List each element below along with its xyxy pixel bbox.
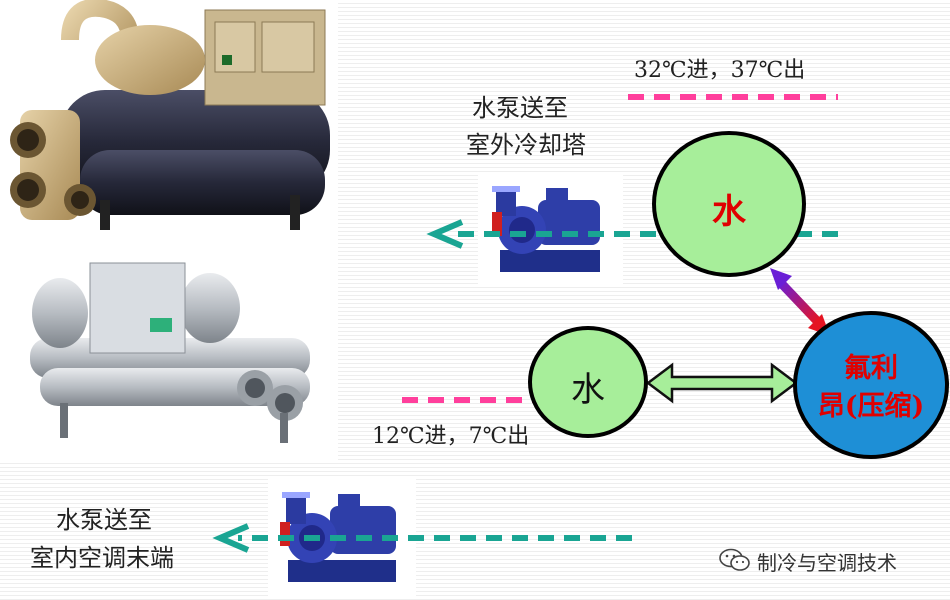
condenser-heat-exchange-arrow	[770, 268, 830, 336]
chilled-temperature-label: 12℃进，7℃出	[372, 424, 530, 449]
cooling-destination-line1: 水泵送至	[472, 94, 568, 122]
cooling-flow-arrowhead	[426, 219, 464, 249]
centrifugal-chiller-image	[0, 0, 338, 236]
screw-chiller-image	[0, 238, 338, 460]
watermark-text: 制冷与空调技术	[757, 551, 897, 575]
cooling-destination-line2: 室外冷却塔	[466, 131, 586, 159]
evaporator-water-node	[528, 326, 648, 438]
chilled-destination-line2: 室内空调末端	[30, 544, 174, 572]
cooling-temperature-label: 32℃进，37℃出	[634, 58, 806, 83]
chilled-destination-line1: 水泵送至	[56, 506, 152, 534]
refrigerant-label-line2: 昂(压缩)	[817, 391, 925, 422]
wechat-icon	[718, 548, 752, 572]
evaporator-water-label: 水	[571, 370, 605, 410]
condenser-water-label: 水	[712, 192, 746, 232]
refrigerant-compressor-node	[793, 311, 949, 459]
evaporator-heat-exchange-arrow	[645, 362, 799, 404]
chilled-flow-arrowhead	[212, 523, 250, 553]
refrigerant-label-line1: 氟利	[844, 353, 898, 384]
cooling-water-pump-image	[478, 172, 623, 287]
condenser-water-node	[652, 131, 806, 277]
